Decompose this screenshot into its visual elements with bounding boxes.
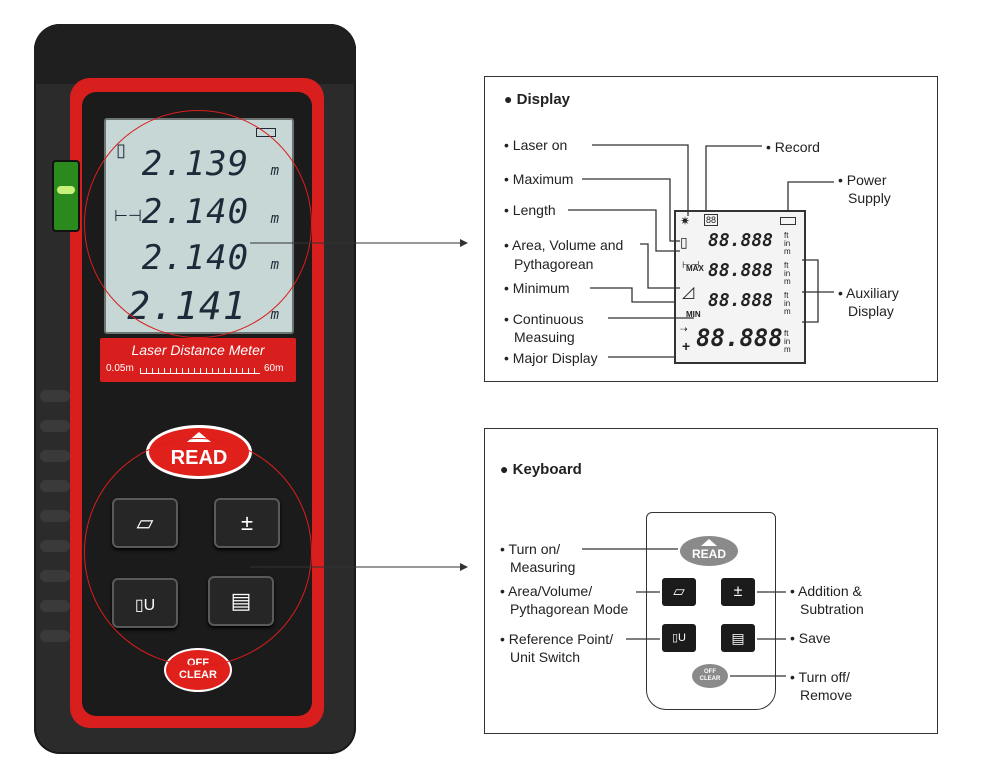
mini-plus-minus-button[interactable]: ± bbox=[721, 578, 755, 606]
label-auxiliary: • Auxiliary bbox=[838, 285, 899, 301]
mini-lcd-row-3: 88.888 bbox=[708, 290, 774, 311]
mini-lcd-row-2: 88.888 bbox=[708, 260, 774, 281]
label-power: • Power bbox=[838, 172, 887, 188]
label-laser-on: • Laser on bbox=[504, 137, 568, 153]
range-min: 0.05m bbox=[106, 363, 134, 374]
side-grip bbox=[40, 480, 70, 492]
plus-sign-icon: + bbox=[682, 338, 691, 354]
up-arrow-icon bbox=[187, 432, 211, 442]
mini-area-button[interactable]: ▱ bbox=[662, 578, 696, 606]
record-indicator: 88 bbox=[704, 214, 719, 226]
side-grip bbox=[40, 510, 70, 522]
label-supply: Supply bbox=[848, 190, 891, 206]
up-arrow-icon bbox=[701, 539, 717, 546]
area-icon: ◿ bbox=[682, 284, 695, 301]
length-icon: ⊢⊣ bbox=[682, 260, 700, 271]
keyboard-leader-lines bbox=[582, 548, 786, 677]
label-measuing: Measuing bbox=[514, 329, 575, 345]
label-measuring: Measuring bbox=[510, 559, 576, 575]
side-grip bbox=[40, 450, 70, 462]
label-pythagorean-mode: Pythagorean Mode bbox=[510, 601, 629, 617]
display-panel bbox=[484, 76, 938, 382]
save-icon: ▤ bbox=[731, 630, 745, 646]
label-length: • Length bbox=[504, 202, 556, 218]
mini-save-button[interactable]: ▤ bbox=[721, 624, 755, 652]
label-turn-on: • Turn on/ bbox=[500, 541, 561, 557]
mini-reference-button[interactable]: ▯U bbox=[662, 624, 696, 652]
mini-lcd-row-1: 88.888 bbox=[708, 230, 774, 251]
label-area-volume: • Area, Volume and bbox=[504, 237, 624, 253]
device-top-cap bbox=[34, 24, 356, 84]
label-area-volume: • Area/Volume/ bbox=[500, 583, 593, 599]
side-grip bbox=[40, 390, 70, 402]
label-reference-point: • Reference Point/ bbox=[500, 631, 614, 647]
battery-icon bbox=[780, 217, 796, 225]
side-grip bbox=[40, 600, 70, 612]
bubble-level bbox=[52, 160, 80, 232]
mini-off-clear-button[interactable]: OFF CLEAR bbox=[692, 664, 728, 688]
side-grip bbox=[40, 420, 70, 432]
label-major-display: • Major Display bbox=[504, 350, 598, 366]
side-grip bbox=[40, 630, 70, 642]
mini-lcd-major: 88.888 bbox=[696, 324, 783, 352]
range-ruler bbox=[140, 368, 260, 374]
mini-keypad bbox=[646, 512, 776, 710]
side-grip bbox=[40, 540, 70, 552]
label-display: Display bbox=[848, 303, 894, 319]
label-continuous: • Continuous bbox=[504, 311, 584, 327]
label-maximum: • Maximum bbox=[504, 171, 574, 187]
side-grip bbox=[40, 570, 70, 582]
label-addition: • Addition & bbox=[790, 583, 862, 599]
label-remove: Remove bbox=[800, 687, 853, 703]
area-volume-icon: ▱ bbox=[673, 583, 685, 600]
mini-read-button[interactable]: READ bbox=[680, 536, 738, 566]
keyboard-panel bbox=[484, 428, 938, 734]
range-max: 60m bbox=[264, 363, 284, 374]
laser-on-icon: ✷ bbox=[680, 214, 691, 228]
max-tag: MAX bbox=[686, 264, 704, 273]
label-pythagorean: Pythagorean bbox=[514, 256, 594, 272]
mini-lcd: ✷ 88 ▯ ⊢⊣ MAX ◿ MIN ⇢ + 88.888 88.888 88… bbox=[674, 210, 806, 364]
display-highlight-circle bbox=[84, 110, 312, 338]
display-leader-lines bbox=[568, 144, 834, 358]
brand-label: Laser Distance Meter bbox=[131, 342, 265, 358]
display-panel-title: ● Display bbox=[504, 91, 570, 108]
continuous-icon: ⇢ bbox=[680, 324, 688, 334]
label-save: • Save bbox=[790, 630, 831, 646]
min-tag: MIN bbox=[686, 310, 701, 319]
label-subtration: Subtration bbox=[800, 601, 864, 617]
label-record: • Record bbox=[766, 139, 820, 155]
keyboard-panel-title: ● Keyboard bbox=[500, 461, 582, 478]
label-unit-switch: Unit Switch bbox=[510, 649, 581, 665]
label-minimum: • Minimum bbox=[504, 280, 570, 296]
keyboard-highlight-circle bbox=[84, 438, 312, 666]
brand-strip: Laser Distance Meter 0.05m 60m bbox=[100, 338, 296, 382]
plus-minus-icon: ± bbox=[733, 583, 743, 600]
tripod-icon: ▯ bbox=[680, 234, 688, 250]
label-turn-off: • Turn off/ bbox=[790, 669, 850, 685]
reference-unit-icon: ▯U bbox=[672, 632, 686, 644]
